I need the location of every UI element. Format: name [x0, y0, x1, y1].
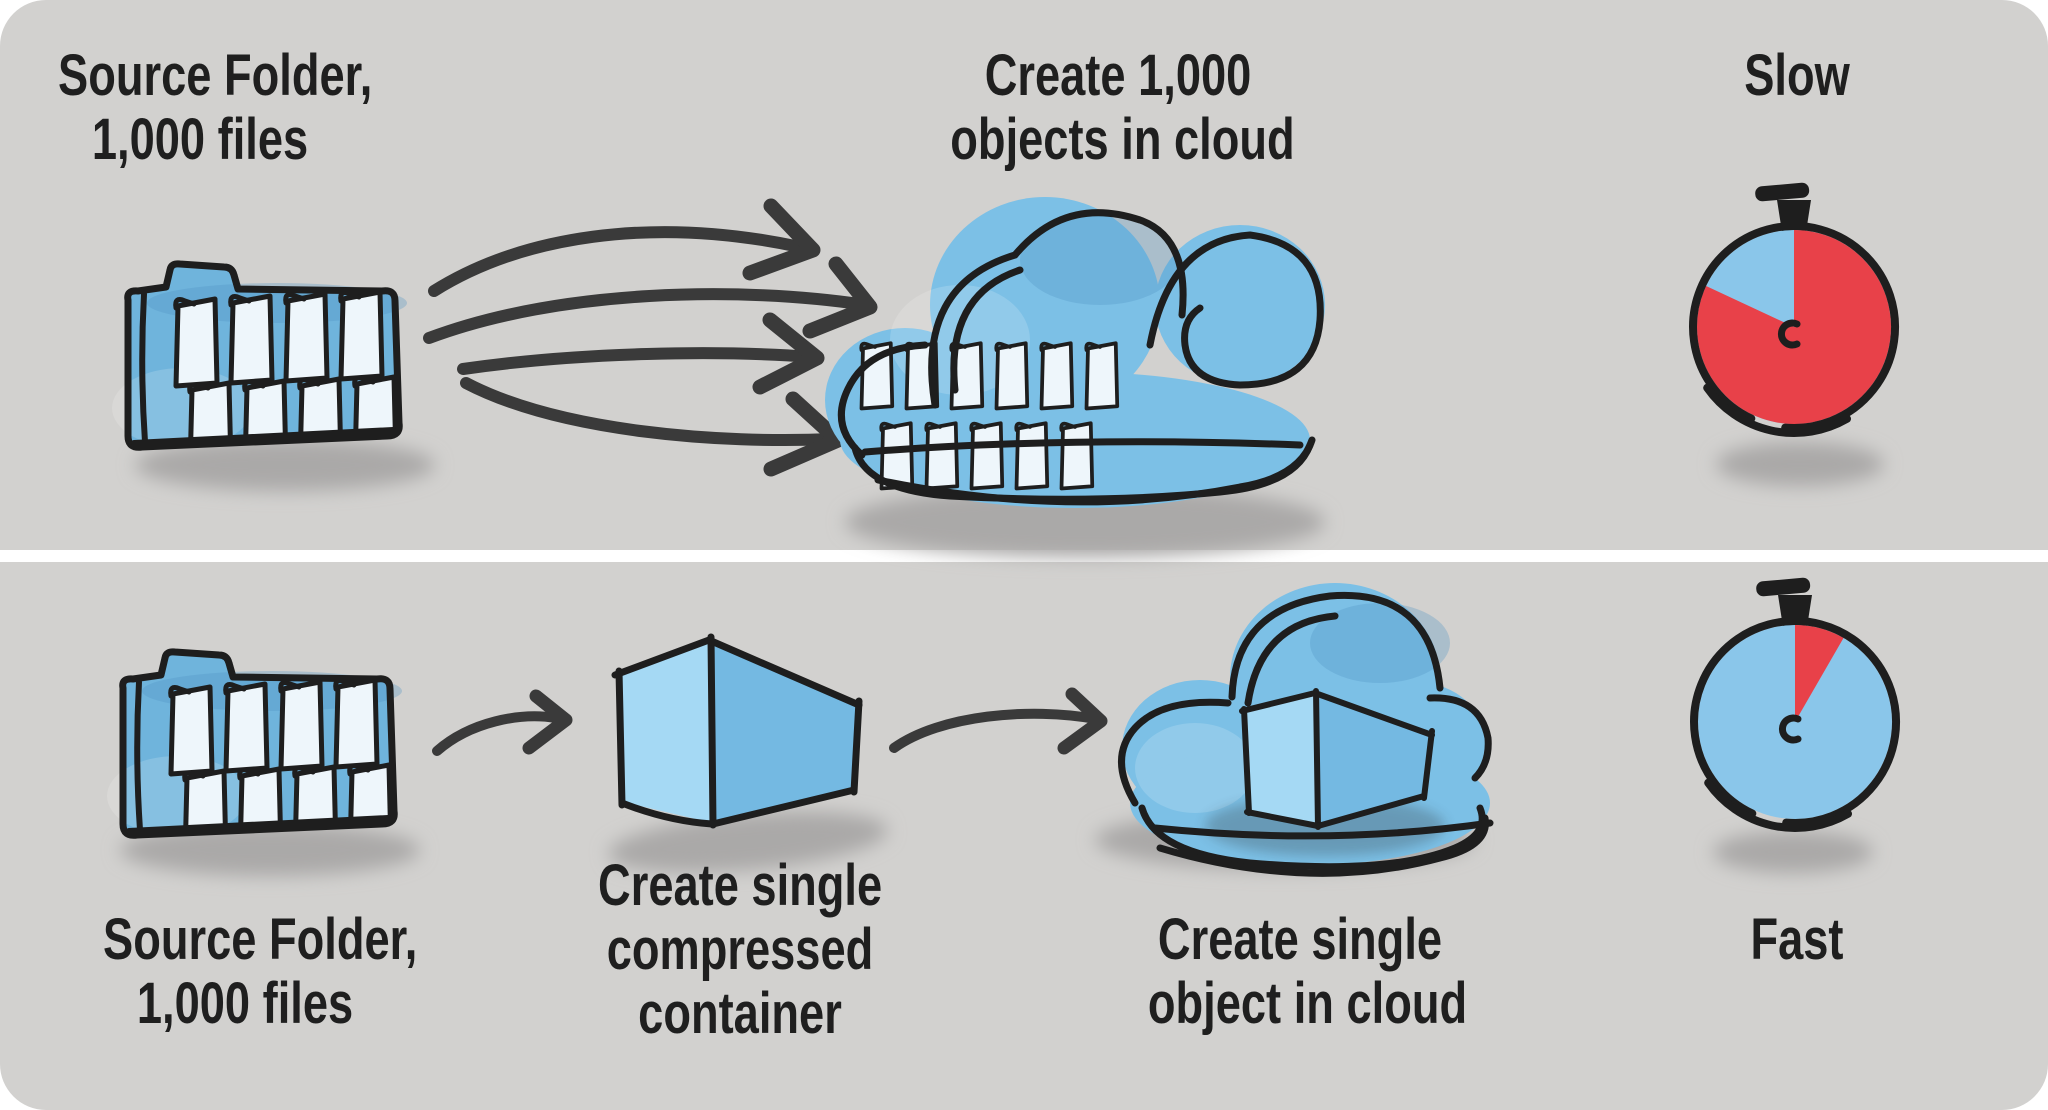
label-line: container: [638, 980, 842, 1046]
top-source-folder-label: Source Folder, 1,000 files: [58, 43, 373, 172]
label-line: Create single: [1157, 907, 1443, 972]
label-line: Slow: [1744, 43, 1850, 108]
folder-shadow: [120, 824, 420, 876]
stopwatch-fast-icon: [1690, 577, 1901, 832]
cloud-many-objects-icon: [825, 197, 1325, 508]
fast-label: Fast: [1700, 908, 1895, 972]
label-line: Create 1,000: [984, 43, 1252, 108]
multi-upload-arrows-icon: [423, 198, 878, 477]
label-line: Source Folder,: [103, 907, 418, 972]
elapsed-time-sector: [1795, 625, 1844, 722]
single-arrow-to-container-icon: [432, 689, 573, 756]
label-line: object in cloud: [1147, 970, 1468, 1036]
folder-shadow: [135, 439, 435, 491]
label-line: Fast: [1750, 907, 1844, 972]
stopwatch-shadow: [1713, 831, 1873, 873]
bottom-cloud-label: Create single object in cloud: [1147, 907, 1468, 1036]
single-arrow-to-cloud-icon: [889, 687, 1108, 755]
container-label: Create single compressed container: [598, 854, 882, 1045]
label-line: compressed: [606, 916, 874, 982]
label-line: Create single: [598, 853, 883, 918]
stopwatch-slow-icon: [1689, 182, 1900, 437]
label-line: Source Folder,: [58, 43, 373, 108]
label-line: 1,000 files: [91, 106, 309, 172]
source-folder-icon: [112, 264, 407, 470]
source-folder-icon: [107, 652, 402, 858]
slow-label: Slow: [1700, 44, 1895, 108]
elapsed-time-sector: [1697, 230, 1892, 424]
container-shadow: [608, 811, 888, 873]
stopwatch-shadow: [1716, 442, 1884, 486]
bottom-source-folder-label: Source Folder, 1,000 files: [103, 907, 418, 1036]
top-cloud-label: Create 1,000 objects in cloud: [950, 43, 1295, 172]
compressed-container-icon: [611, 633, 863, 829]
object-box-in-cloud: [1239, 688, 1435, 830]
label-line: objects in cloud: [950, 106, 1295, 172]
cloud-single-object-icon: [1118, 583, 1494, 877]
cloud-shadow: [845, 486, 1325, 558]
label-line: 1,000 files: [136, 970, 354, 1036]
